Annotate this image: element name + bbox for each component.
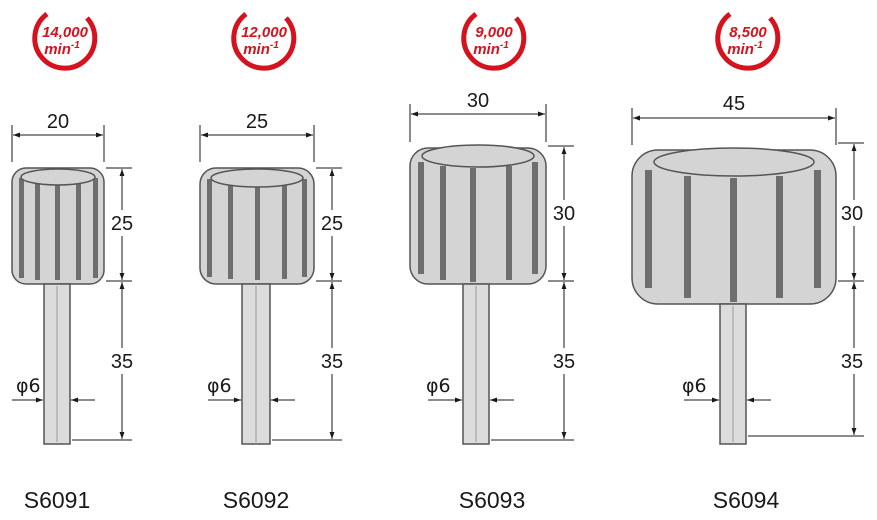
- speed-unit: min: [473, 41, 500, 58]
- shank-length-label: 35: [841, 351, 863, 373]
- wheel-top: [421, 144, 535, 168]
- product-s6091: 14,000 min-1: [11, 11, 136, 513]
- shank-length-label: 35: [553, 351, 575, 373]
- wheel-body: [409, 147, 547, 285]
- shank-diameter-label: φ6: [16, 375, 41, 397]
- wheel-drawing: [11, 167, 105, 445]
- shank-diameter-label: φ6: [682, 375, 707, 397]
- product-s6092: 12,000 min-1: [199, 11, 346, 513]
- svg-text:min-1: min-1: [727, 40, 763, 58]
- speed-exponent: -1: [754, 40, 763, 51]
- speed-value: 14,000: [42, 24, 89, 41]
- height-label: 25: [111, 213, 133, 235]
- svg-text:min-1: min-1: [243, 40, 279, 58]
- speed-unit: min: [44, 41, 71, 58]
- speed-ring: [231, 11, 297, 71]
- model-number: S6092: [223, 487, 290, 513]
- svg-text:min-1: min-1: [44, 40, 80, 58]
- speed-badge: 12,000 min-1: [231, 11, 297, 71]
- height-label: 25: [321, 213, 343, 235]
- wheel-slots: [645, 170, 821, 302]
- shank-length-label: 35: [321, 351, 343, 373]
- speed-unit: min: [727, 41, 754, 58]
- wheel-drawing: [631, 147, 837, 445]
- model-number: S6091: [24, 487, 91, 513]
- wheel-drawing: [199, 167, 315, 445]
- wheel-top: [210, 168, 304, 188]
- wheel-drawing: [409, 144, 547, 445]
- diameter-label: 30: [467, 90, 489, 112]
- wheel-slots: [418, 162, 538, 282]
- product-s6094: 8,500 min-1: [631, 11, 868, 513]
- speed-badge: 9,000 min-1: [461, 11, 527, 71]
- diameter-label: 20: [47, 111, 69, 133]
- shank-diameter-label: φ6: [426, 375, 451, 397]
- speed-value: 12,000: [241, 24, 288, 41]
- height-label: 30: [553, 203, 575, 225]
- wheel-top: [20, 168, 96, 186]
- model-number: S6094: [713, 487, 780, 513]
- speed-exponent: -1: [500, 40, 509, 51]
- speed-value: 9,000: [475, 24, 513, 41]
- speed-unit: min: [243, 41, 270, 58]
- product-s6093: 9,000 min-1: [409, 11, 578, 513]
- wheel-slots: [207, 179, 307, 280]
- speed-ring: [461, 11, 527, 71]
- speed-exponent: -1: [71, 40, 80, 51]
- wheel-top: [653, 147, 815, 177]
- speed-ring: [32, 11, 98, 71]
- shank-length-label: 35: [111, 351, 133, 373]
- speed-badge: 8,500 min-1: [715, 11, 781, 71]
- speed-ring: [715, 11, 781, 71]
- wheel-slots: [19, 178, 98, 280]
- model-number: S6093: [459, 487, 526, 513]
- speed-badge: 14,000 min-1: [32, 11, 98, 71]
- svg-text:min-1: min-1: [473, 40, 509, 58]
- diameter-label: 45: [723, 93, 745, 115]
- diameter-label: 25: [246, 111, 268, 133]
- height-label: 30: [841, 203, 863, 225]
- shank-diameter-label: φ6: [207, 375, 232, 397]
- speed-exponent: -1: [270, 40, 279, 51]
- speed-value: 8,500: [729, 24, 767, 41]
